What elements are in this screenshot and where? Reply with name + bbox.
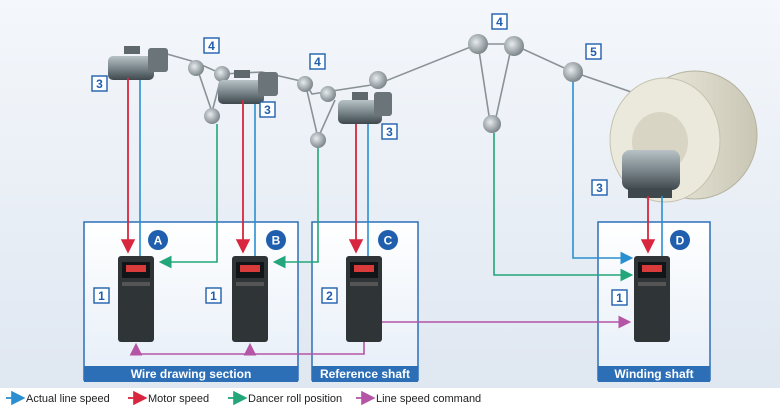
roll <box>214 66 230 82</box>
svg-text:3: 3 <box>596 181 603 195</box>
svg-text:1: 1 <box>98 289 105 303</box>
svg-text:4: 4 <box>314 55 321 69</box>
motor-speed-lines <box>120 78 656 254</box>
inverter-a <box>118 256 154 342</box>
legend-motor-speed: Motor speed <box>128 390 209 406</box>
inverter-d <box>634 256 670 342</box>
label-3-motor-d: 3 <box>591 179 608 196</box>
svg-text:A: A <box>154 234 163 248</box>
roll <box>504 36 524 56</box>
badge-b: B <box>266 230 286 250</box>
motor-a <box>108 46 168 80</box>
actual-speed-lines <box>139 80 663 265</box>
roll <box>297 76 313 92</box>
rolls <box>188 34 583 148</box>
svg-text:Line speed command: Line speed command <box>376 393 481 405</box>
roll <box>188 60 204 76</box>
label-2-inverter-c: 2 <box>321 287 338 304</box>
svg-text:Actual line speed: Actual line speed <box>26 393 110 405</box>
motor-b <box>218 70 278 104</box>
label-5: 5 <box>585 43 602 60</box>
roll <box>369 71 387 89</box>
svg-text:2: 2 <box>326 289 333 303</box>
svg-text:3: 3 <box>264 103 271 117</box>
badge-a: A <box>148 230 168 250</box>
legend-dancer-roll-position: Dancer roll position <box>228 390 342 406</box>
motor-d <box>622 150 680 198</box>
roll <box>320 86 336 102</box>
svg-text:B: B <box>272 234 281 248</box>
line-speed-command-lines <box>129 315 632 356</box>
legend-line-speed-command: Line speed command <box>356 390 481 406</box>
svg-text:4: 4 <box>208 39 215 53</box>
label-1-inverter-d: 1 <box>611 289 628 306</box>
svg-text:3: 3 <box>386 125 393 139</box>
badge-c: C <box>378 230 398 250</box>
label-3-motor-c: 3 <box>381 123 398 140</box>
dancer-roll <box>310 132 326 148</box>
svg-text:5: 5 <box>590 45 597 59</box>
inverter-c <box>346 256 382 342</box>
label-4-top-b: 4 <box>309 53 326 70</box>
label-1-inverter-a: 1 <box>93 287 110 304</box>
label-3-motor-b: 3 <box>259 101 276 118</box>
wire-drawing-title: Wire drawing section <box>131 367 252 381</box>
svg-text:1: 1 <box>616 291 623 305</box>
badge-d: D <box>670 230 690 250</box>
label-1-inverter-b: 1 <box>205 287 222 304</box>
winding-title: Winding shaft <box>614 367 693 381</box>
label-3-motor-a: 3 <box>91 75 108 92</box>
roll <box>563 62 583 82</box>
dancer-roll <box>483 115 501 133</box>
svg-text:3: 3 <box>96 77 103 91</box>
dancer-position-lines <box>158 124 634 282</box>
svg-text:4: 4 <box>496 15 503 29</box>
dancer-roll <box>204 108 220 124</box>
legend-actual-line-speed: Actual line speed <box>6 390 110 406</box>
svg-text:D: D <box>676 234 685 248</box>
roll <box>468 34 488 54</box>
legend: Actual line speed Motor speed Dancer rol… <box>6 390 481 406</box>
svg-text:Motor speed: Motor speed <box>148 393 209 405</box>
label-4-top-a: 4 <box>203 37 220 54</box>
reference-title: Reference shaft <box>320 367 410 381</box>
svg-text:C: C <box>384 234 393 248</box>
svg-text:Dancer roll position: Dancer roll position <box>248 393 342 405</box>
motor-c <box>338 92 392 124</box>
label-4-top-c: 4 <box>491 13 508 30</box>
inverter-b <box>232 256 268 342</box>
svg-text:1: 1 <box>210 289 217 303</box>
number-labels: 3 4 3 4 3 4 5 3 1 1 2 1 <box>91 13 628 306</box>
